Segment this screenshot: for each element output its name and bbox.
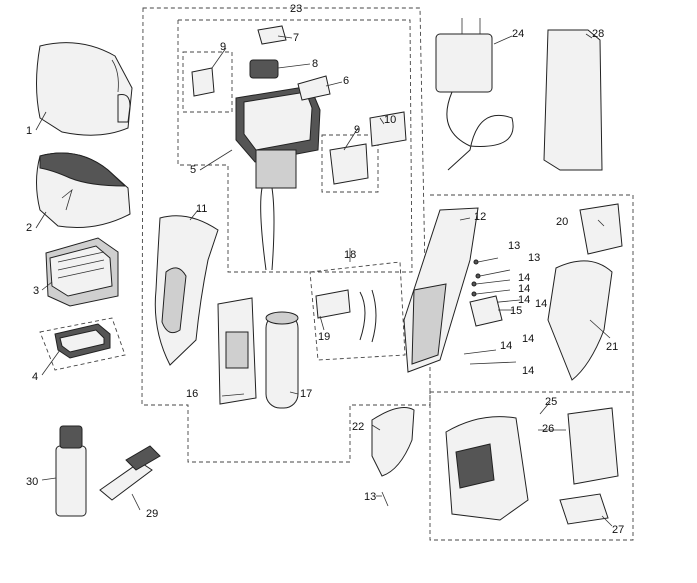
callout-14-a: 14 xyxy=(518,272,530,284)
part-8-gear xyxy=(249,59,279,79)
callout-11: 11 xyxy=(196,203,207,215)
part-18-wires xyxy=(359,289,377,343)
part-front-housing xyxy=(154,215,219,366)
callout-27: 27 xyxy=(612,524,624,536)
callout-14-c: 14 xyxy=(518,294,530,306)
part-oil-bottle xyxy=(55,425,87,517)
callout-30: 30 xyxy=(26,476,38,488)
callout-29: 29 xyxy=(146,508,158,520)
part-7-clip xyxy=(257,25,287,45)
part-17-battery xyxy=(265,311,299,409)
callout-20: 20 xyxy=(556,216,568,228)
group-5-outline xyxy=(177,19,413,273)
part-15-bracket xyxy=(469,295,503,327)
part-25-charging-stand xyxy=(445,416,529,521)
callout-13-a: 13 xyxy=(508,240,520,252)
group-4-outline xyxy=(39,317,126,371)
callout-1: 1 xyxy=(26,125,32,137)
callout-24: 24 xyxy=(512,28,524,40)
callout-14-f: 14 xyxy=(500,340,512,352)
callout-21: 21 xyxy=(606,341,618,353)
part-13-bottom-screw xyxy=(381,491,389,507)
part-9-left-spring xyxy=(191,67,215,97)
callout-12: 12 xyxy=(474,211,486,223)
part-27-tray xyxy=(559,493,609,525)
part-outer-cap xyxy=(36,42,133,136)
part-22-base-cover xyxy=(371,407,415,477)
callout-16: 16 xyxy=(186,388,198,400)
part-foil-cartridge xyxy=(45,237,119,307)
callout-10: 10 xyxy=(384,114,396,126)
part-21-rear-housing xyxy=(547,260,613,381)
part-12-main-body xyxy=(403,207,479,373)
callout-14-g: 14 xyxy=(522,365,534,377)
part-20-top-cover xyxy=(579,203,623,255)
callout-14-b: 14 xyxy=(518,283,530,295)
callout-26: 26 xyxy=(542,423,554,435)
callout-25: 25 xyxy=(545,396,557,408)
group-25-outline xyxy=(429,391,634,541)
callout-4: 4 xyxy=(32,371,38,383)
callout-13-c: 13 xyxy=(364,491,376,503)
group-9-right-outline xyxy=(321,134,379,193)
part-motor-block xyxy=(235,85,321,271)
part-26-stand-insert xyxy=(567,407,619,485)
group-9-left-outline xyxy=(182,51,233,113)
callout-18: 18 xyxy=(344,249,356,261)
callout-17: 17 xyxy=(300,388,312,400)
part-inner-cap xyxy=(36,152,131,228)
part-cleaning-brush xyxy=(99,445,161,501)
callout-8: 8 xyxy=(312,58,318,70)
part-inner-blade xyxy=(54,323,111,359)
leader-lines xyxy=(35,33,613,527)
group-18-outline xyxy=(309,261,406,361)
callout-labels: 1 2 3 4 5 6 7 8 9 9 10 11 12 13 13 13 14… xyxy=(26,3,624,536)
callout-3: 3 xyxy=(33,285,39,297)
callout-28: 28 xyxy=(592,28,604,40)
part-28-pouch xyxy=(543,29,603,171)
group-right-outline xyxy=(430,194,634,392)
part-6-bracket xyxy=(297,75,331,101)
part-24-adapter xyxy=(435,18,514,171)
callout-22: 22 xyxy=(352,421,364,433)
callout-2: 2 xyxy=(26,222,32,234)
part-10-contact xyxy=(369,111,407,147)
part-19-holder xyxy=(315,289,351,319)
group-23-outline xyxy=(141,7,431,463)
callout-7: 7 xyxy=(293,32,299,44)
callout-23: 23 xyxy=(290,3,302,15)
callout-13-b: 13 xyxy=(528,252,540,264)
callout-9-left: 9 xyxy=(220,41,226,53)
part-9-right-spring xyxy=(329,143,369,185)
callout-14-e: 14 xyxy=(522,333,534,345)
callout-5: 5 xyxy=(190,164,196,176)
part-16-circuit-board xyxy=(217,297,257,405)
callout-9-right: 9 xyxy=(354,124,360,136)
callout-6: 6 xyxy=(343,75,349,87)
callout-19: 19 xyxy=(318,331,330,343)
callout-14-d: 14 xyxy=(535,298,547,310)
callout-15: 15 xyxy=(510,305,522,317)
